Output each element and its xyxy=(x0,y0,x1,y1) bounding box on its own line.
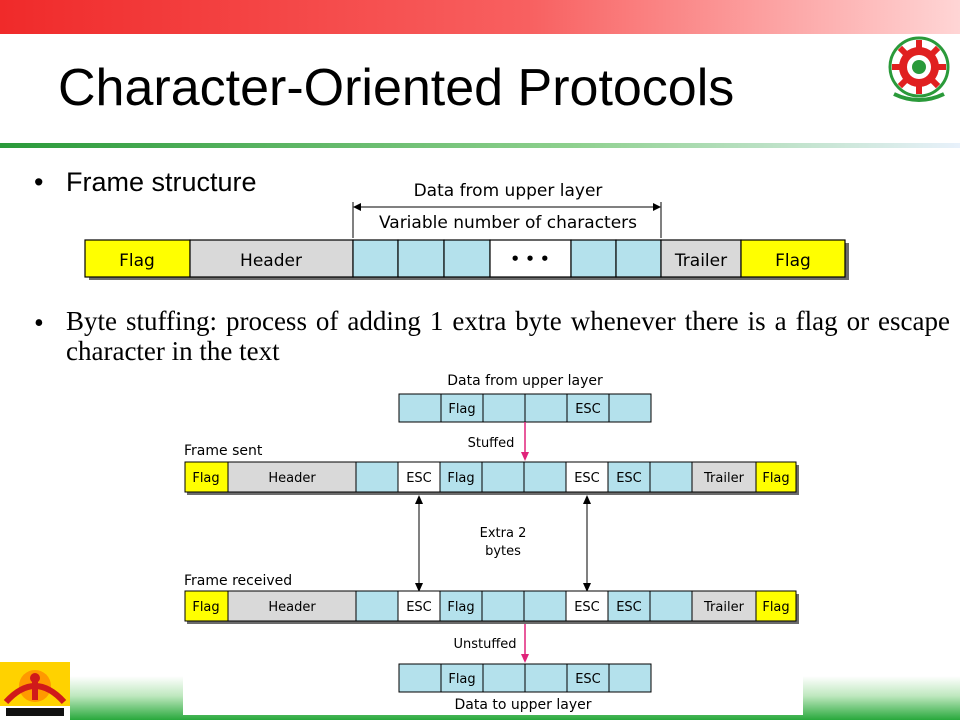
svg-text:Trailer: Trailer xyxy=(703,600,745,615)
svg-text:ESC: ESC xyxy=(575,672,601,687)
bs-extra-label-2: bytes xyxy=(485,544,521,559)
svg-text:ESC: ESC xyxy=(574,471,600,486)
fs-field-flag-end xyxy=(740,239,846,278)
svg-text:Flag: Flag xyxy=(192,600,219,615)
svg-text:Flag: Flag xyxy=(762,471,789,486)
bs-extra-label: Extra 2 xyxy=(480,526,527,541)
byte-stuffing-diagram: Data from upper layer Flag ESC Stuffed F… xyxy=(183,365,803,715)
bs-frame-received-label: Frame received xyxy=(184,573,292,589)
top-decor-bar xyxy=(0,0,960,34)
ecell-logo xyxy=(0,662,70,720)
bs-frame-sent: Flag Header ESC Flag ESC ESC Trailer Fla… xyxy=(184,461,797,493)
fs-field-label: Flag xyxy=(775,251,811,271)
fs-field-data xyxy=(443,239,491,278)
bullet-byte-stuffing: Byte stuffing: process of adding 1 extra… xyxy=(66,306,950,366)
frame-structure-diagram: Data from upper layer Variable number of… xyxy=(84,181,849,280)
svg-text:ESC: ESC xyxy=(575,402,601,417)
bs-frame-sent-label: Frame sent xyxy=(184,443,263,459)
svg-text:ESC: ESC xyxy=(406,471,432,486)
bs-data-from-upper: Data from upper layer xyxy=(447,373,603,389)
bullet-frame-structure: Frame structure xyxy=(66,167,257,197)
fs-field-data xyxy=(570,239,617,278)
bs-frame-received: Flag Header ESC Flag ESC ESC Trailer Fla… xyxy=(184,590,797,622)
institution-logo xyxy=(888,36,950,102)
svg-text:Header: Header xyxy=(268,600,316,615)
bullet-dot: • xyxy=(34,167,44,197)
svg-text:ESC: ESC xyxy=(616,471,642,486)
bullet-dot: • xyxy=(34,308,44,339)
fs-field-label: Flag xyxy=(119,251,155,271)
svg-text:Flag: Flag xyxy=(762,600,789,615)
svg-text:ESC: ESC xyxy=(574,600,600,615)
fs-field-label: Trailer xyxy=(674,251,727,271)
svg-text:Flag: Flag xyxy=(448,402,475,417)
fs-field-data xyxy=(615,239,662,278)
svg-text:Flag: Flag xyxy=(192,471,219,486)
svg-text:Flag: Flag xyxy=(447,471,474,486)
slide-title: Character-Oriented Protocols xyxy=(58,59,735,117)
svg-text:ESC: ESC xyxy=(406,600,432,615)
fs-field-data xyxy=(397,239,445,278)
svg-text:Flag: Flag xyxy=(448,672,475,687)
fs-field-flag-start xyxy=(84,239,191,278)
bs-data-to-upper: Data to upper layer xyxy=(455,697,592,713)
fs-top-label: Data from upper layer xyxy=(414,181,603,201)
bs-lower-frame: Flag ESC xyxy=(398,663,652,693)
bs-unstuffed-label: Unstuffed xyxy=(453,637,516,652)
title-underline xyxy=(0,143,960,148)
fs-sub-label: Variable number of characters xyxy=(379,213,637,233)
svg-text:ESC: ESC xyxy=(616,600,642,615)
bs-upper-frame: Flag ESC xyxy=(398,393,652,423)
svg-text:Flag: Flag xyxy=(447,600,474,615)
fs-field-label: Header xyxy=(240,251,302,271)
svg-text:Header: Header xyxy=(268,471,316,486)
svg-text:Trailer: Trailer xyxy=(703,471,745,486)
fs-field-data xyxy=(352,239,399,278)
fs-field-label: • • • xyxy=(510,250,549,268)
bs-stuffed-label: Stuffed xyxy=(468,436,515,451)
fs-field-trailer xyxy=(660,239,742,278)
